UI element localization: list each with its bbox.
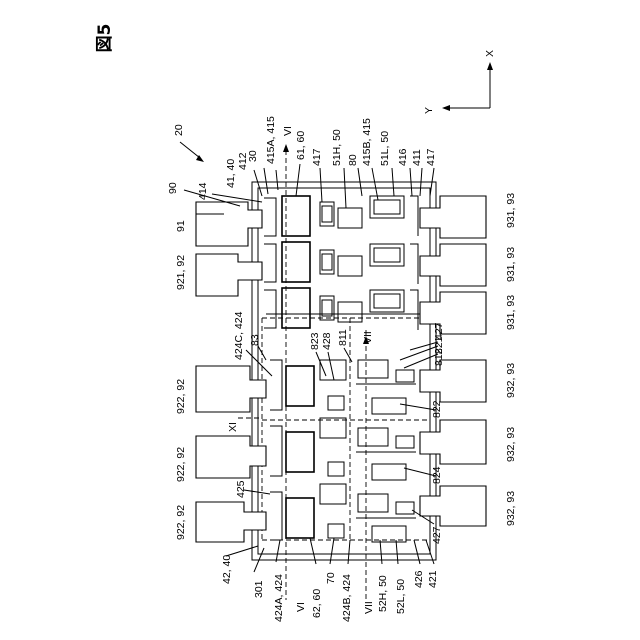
- axis-y-label: Y: [423, 107, 435, 114]
- label-30: 30: [247, 150, 259, 162]
- section-xi: XI: [227, 422, 239, 432]
- label-931-b: 931, 93: [505, 247, 517, 282]
- figure-title: 図5: [95, 24, 115, 53]
- label-414: 414: [197, 182, 209, 200]
- label-427-bottom: 427: [431, 526, 443, 544]
- label-922-a: 922, 92: [175, 379, 187, 414]
- label-811: 811: [337, 329, 349, 346]
- label-424b: 424B, 424: [341, 574, 353, 622]
- label-424c: 424C, 424: [233, 311, 245, 360]
- label-42-40: 42, 40: [221, 555, 233, 584]
- upper-cells: [264, 196, 418, 330]
- device-outline: [252, 182, 436, 560]
- label-823: 823: [309, 332, 321, 350]
- label-425: 425: [235, 480, 247, 498]
- lower-cells: [270, 360, 416, 542]
- label-51l: 51L, 50: [379, 131, 391, 166]
- label-417-right: 417: [425, 148, 437, 166]
- axis-x-label: X: [484, 50, 496, 57]
- section-vii-bottom: VII: [363, 601, 375, 614]
- axis-indicator: X Y: [423, 50, 496, 114]
- label-922-c: 922, 92: [175, 505, 187, 540]
- label-812: 812: [433, 348, 445, 366]
- label-80: 80: [347, 154, 359, 166]
- label-421: 421: [427, 570, 439, 588]
- label-416: 416: [397, 148, 409, 166]
- label-20: 20: [173, 124, 185, 136]
- label-922-b: 922, 92: [175, 447, 187, 482]
- label-931-c: 931, 93: [505, 295, 517, 330]
- label-41-40: 41, 40: [225, 159, 237, 188]
- label-52h: 52H, 50: [377, 575, 389, 612]
- label-51h: 51H, 50: [331, 129, 343, 166]
- label-417-top: 417: [311, 148, 323, 166]
- label-415b: 415B, 415: [361, 118, 373, 166]
- label-921: 921, 92: [175, 255, 187, 290]
- label-61-60: 61, 60: [295, 131, 307, 160]
- label-932-a: 932, 93: [505, 363, 517, 398]
- label-931-a: 931, 93: [505, 193, 517, 228]
- section-vii-top: VII: [362, 331, 374, 344]
- section-vi-bottom: VI: [295, 602, 307, 612]
- label-932-c: 932, 93: [505, 491, 517, 526]
- label-301: 301: [253, 580, 265, 598]
- label-70: 70: [325, 572, 337, 584]
- label-83: 83: [249, 334, 261, 346]
- label-415a: 415A, 415: [265, 116, 277, 164]
- section-vi-top: VI: [282, 126, 294, 136]
- label-62-60: 62, 60: [311, 589, 323, 618]
- label-91: 91: [175, 220, 187, 232]
- label-411: 411: [411, 149, 423, 166]
- label-932-b: 932, 93: [505, 427, 517, 462]
- label-822: 822: [431, 400, 443, 418]
- label-424a: 424A, 424: [273, 574, 285, 622]
- label-90: 90: [167, 182, 179, 194]
- label-824: 824: [431, 466, 443, 484]
- label-428: 428: [321, 332, 333, 350]
- label-426: 426: [413, 570, 425, 588]
- left-terminals: [196, 202, 266, 542]
- label-52l: 52L, 50: [395, 579, 407, 614]
